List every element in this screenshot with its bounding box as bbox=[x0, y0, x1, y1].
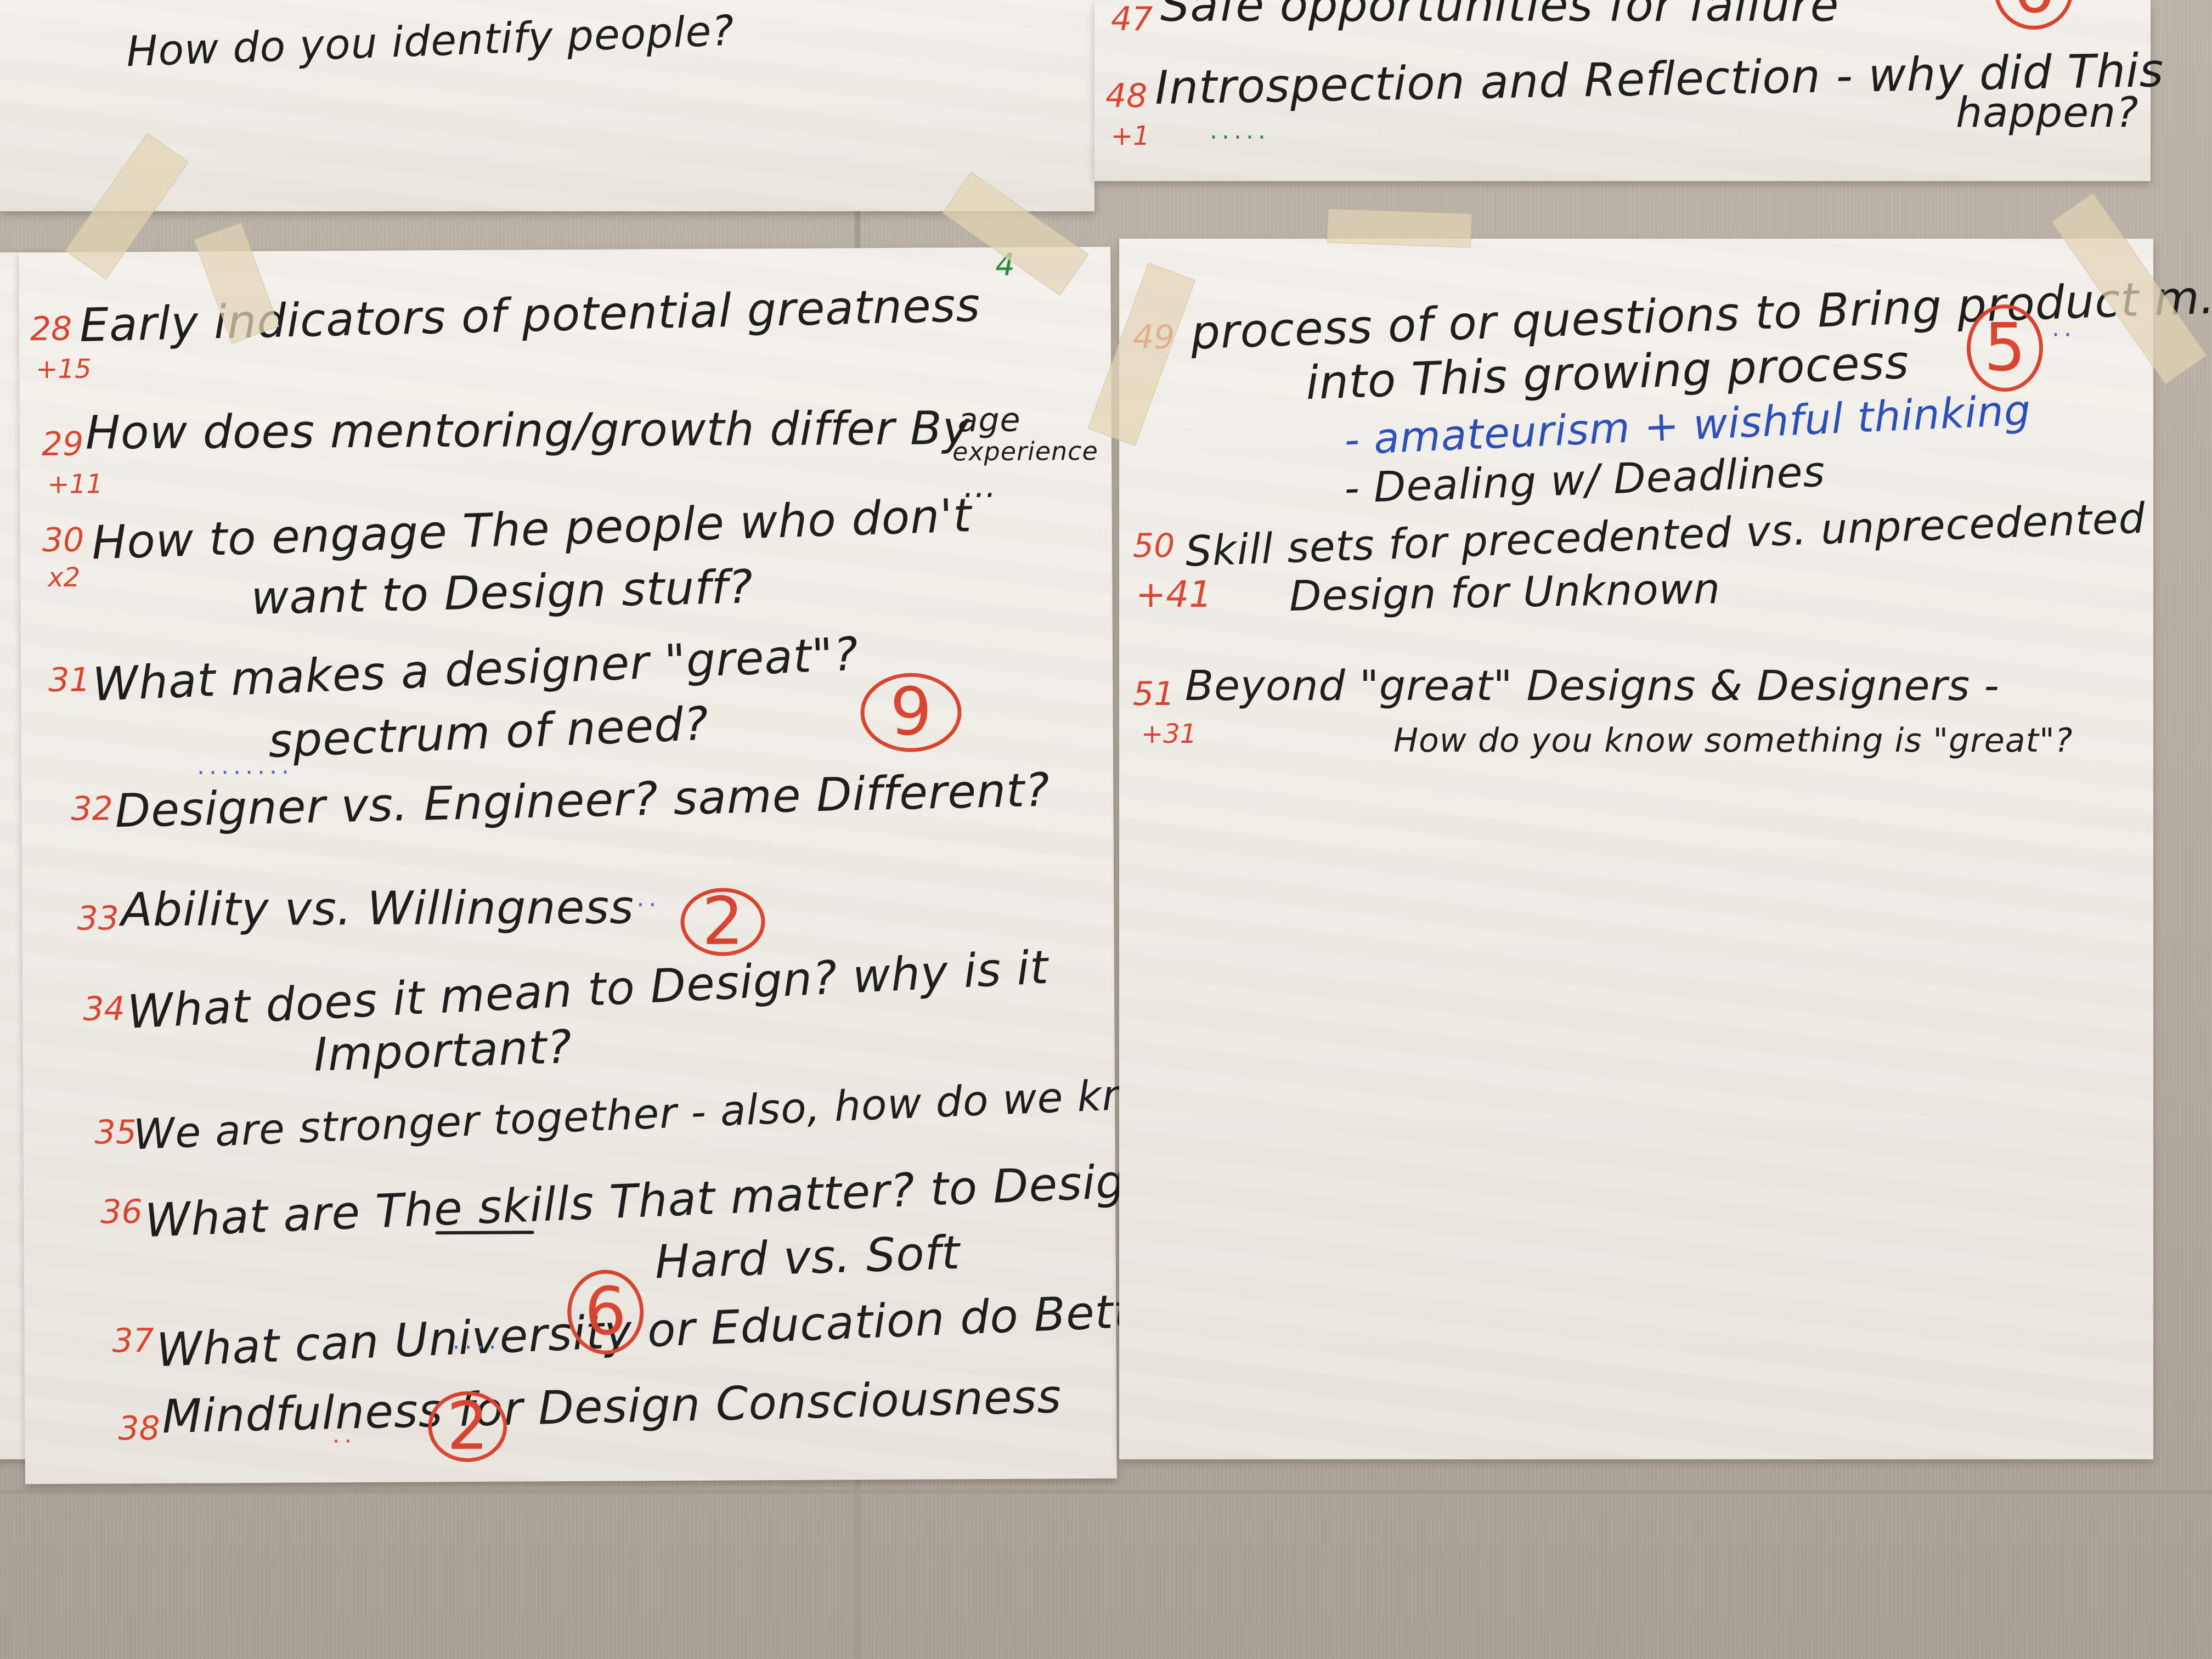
item-51-continuation: How do you know something is "great"? bbox=[1393, 721, 2073, 760]
item-28-number: 28 bbox=[30, 309, 72, 349]
vote-circle-31: 9 bbox=[860, 673, 962, 753]
right-sheet: 49 process of or questions to Bring prod… bbox=[1119, 239, 2212, 1459]
item-29-vote: +11 bbox=[47, 469, 103, 500]
skills-underline bbox=[435, 1231, 534, 1235]
item-38-text: Mindfulness for Design Consciousness bbox=[161, 1369, 1063, 1444]
item-31-continuation: spectrum of need? bbox=[267, 696, 710, 768]
item-50-text: Skill sets for precedented vs. unprecede… bbox=[1184, 493, 2147, 576]
item-47-text: Safe opportunities for failure bbox=[1160, 0, 1839, 32]
item-34-number: 34 bbox=[83, 990, 125, 1029]
item-33-number: 33 bbox=[77, 899, 120, 938]
item-29-text: How does mentoring/growth differ By bbox=[85, 401, 970, 460]
wall-seam-horizontal bbox=[0, 1489, 2212, 1494]
item-33-text: Ability vs. Willingness bbox=[121, 880, 635, 937]
item-50-number: 50 bbox=[1133, 527, 1175, 565]
vote-dots-37: ···· bbox=[452, 1333, 501, 1362]
item-36-number: 36 bbox=[100, 1193, 143, 1232]
item-37-text: What can University or Education do Bett… bbox=[155, 1281, 1206, 1378]
item-30-text: How to engage The people who don't bbox=[91, 488, 973, 570]
item-47-number: 47 bbox=[1111, 0, 1153, 38]
item-29-number: 29 bbox=[41, 425, 84, 464]
item-51-text: Beyond "great" Designs & Designers - bbox=[1185, 661, 2000, 710]
item-28-vote: +15 bbox=[36, 353, 92, 385]
vote-dots-33: ·· bbox=[636, 891, 661, 919]
item-48-continuation: happen? bbox=[1956, 88, 2139, 137]
item-36-continuation: Hard vs. Soft bbox=[654, 1226, 961, 1289]
vote-dots: ····· bbox=[1210, 123, 1270, 151]
item-30-vote: x2 bbox=[48, 562, 81, 593]
vote-dots-38: ·· bbox=[332, 1427, 357, 1456]
item-30-continuation: want to Design stuff? bbox=[250, 560, 754, 625]
item-48-vote: +1 bbox=[1111, 121, 1150, 151]
item-48-number: 48 bbox=[1105, 77, 1148, 115]
item-29-side-experience: experience bbox=[952, 436, 1098, 467]
left-sheet: 4 28 +15 Early indicators of potential g… bbox=[19, 246, 1213, 1485]
item-35-number: 35 bbox=[94, 1113, 137, 1152]
item-34-continuation: Important? bbox=[313, 1019, 573, 1082]
item-51-vote: +31 bbox=[1141, 719, 1197, 749]
vote-dots-49: ·· bbox=[2052, 321, 2076, 349]
tape-top-mid-c bbox=[1327, 208, 1472, 248]
item-36-text: What are The skills That matter? to Desi… bbox=[143, 1153, 1156, 1248]
top-left-sheet: How do you identify people? bbox=[0, 0, 1094, 211]
item-38-number: 38 bbox=[118, 1409, 160, 1448]
item-51-number: 51 bbox=[1133, 675, 1175, 713]
vote-circle-37: 6 bbox=[567, 1269, 644, 1355]
vote-circle: 6 bbox=[1994, 0, 2073, 30]
identify-people-line: How do you identify people? bbox=[125, 5, 735, 76]
item-32-number: 32 bbox=[71, 789, 113, 828]
vote-circle-49: 5 bbox=[1967, 304, 2043, 392]
item-31-text: What makes a designer "great"? bbox=[91, 627, 860, 712]
item-35-text: We are stronger together - also, how do … bbox=[132, 1066, 1214, 1159]
top-right-sheet: 47 Safe opportunities for failure 48 +1 … bbox=[1094, 0, 2164, 181]
item-50-continuation: Design for Unknown bbox=[1289, 564, 1721, 620]
item-34-text: What does it mean to Design? why is it bbox=[126, 940, 1050, 1039]
vote-circle-33: 2 bbox=[680, 883, 765, 960]
item-30-number: 30 bbox=[42, 521, 84, 560]
item-31-number: 31 bbox=[48, 661, 91, 699]
item-29-side-age: age bbox=[957, 400, 1021, 440]
item-50-vote: +41 bbox=[1136, 573, 1212, 616]
item-37-number: 37 bbox=[112, 1321, 155, 1361]
vote-circle-38: 2 bbox=[428, 1389, 507, 1465]
